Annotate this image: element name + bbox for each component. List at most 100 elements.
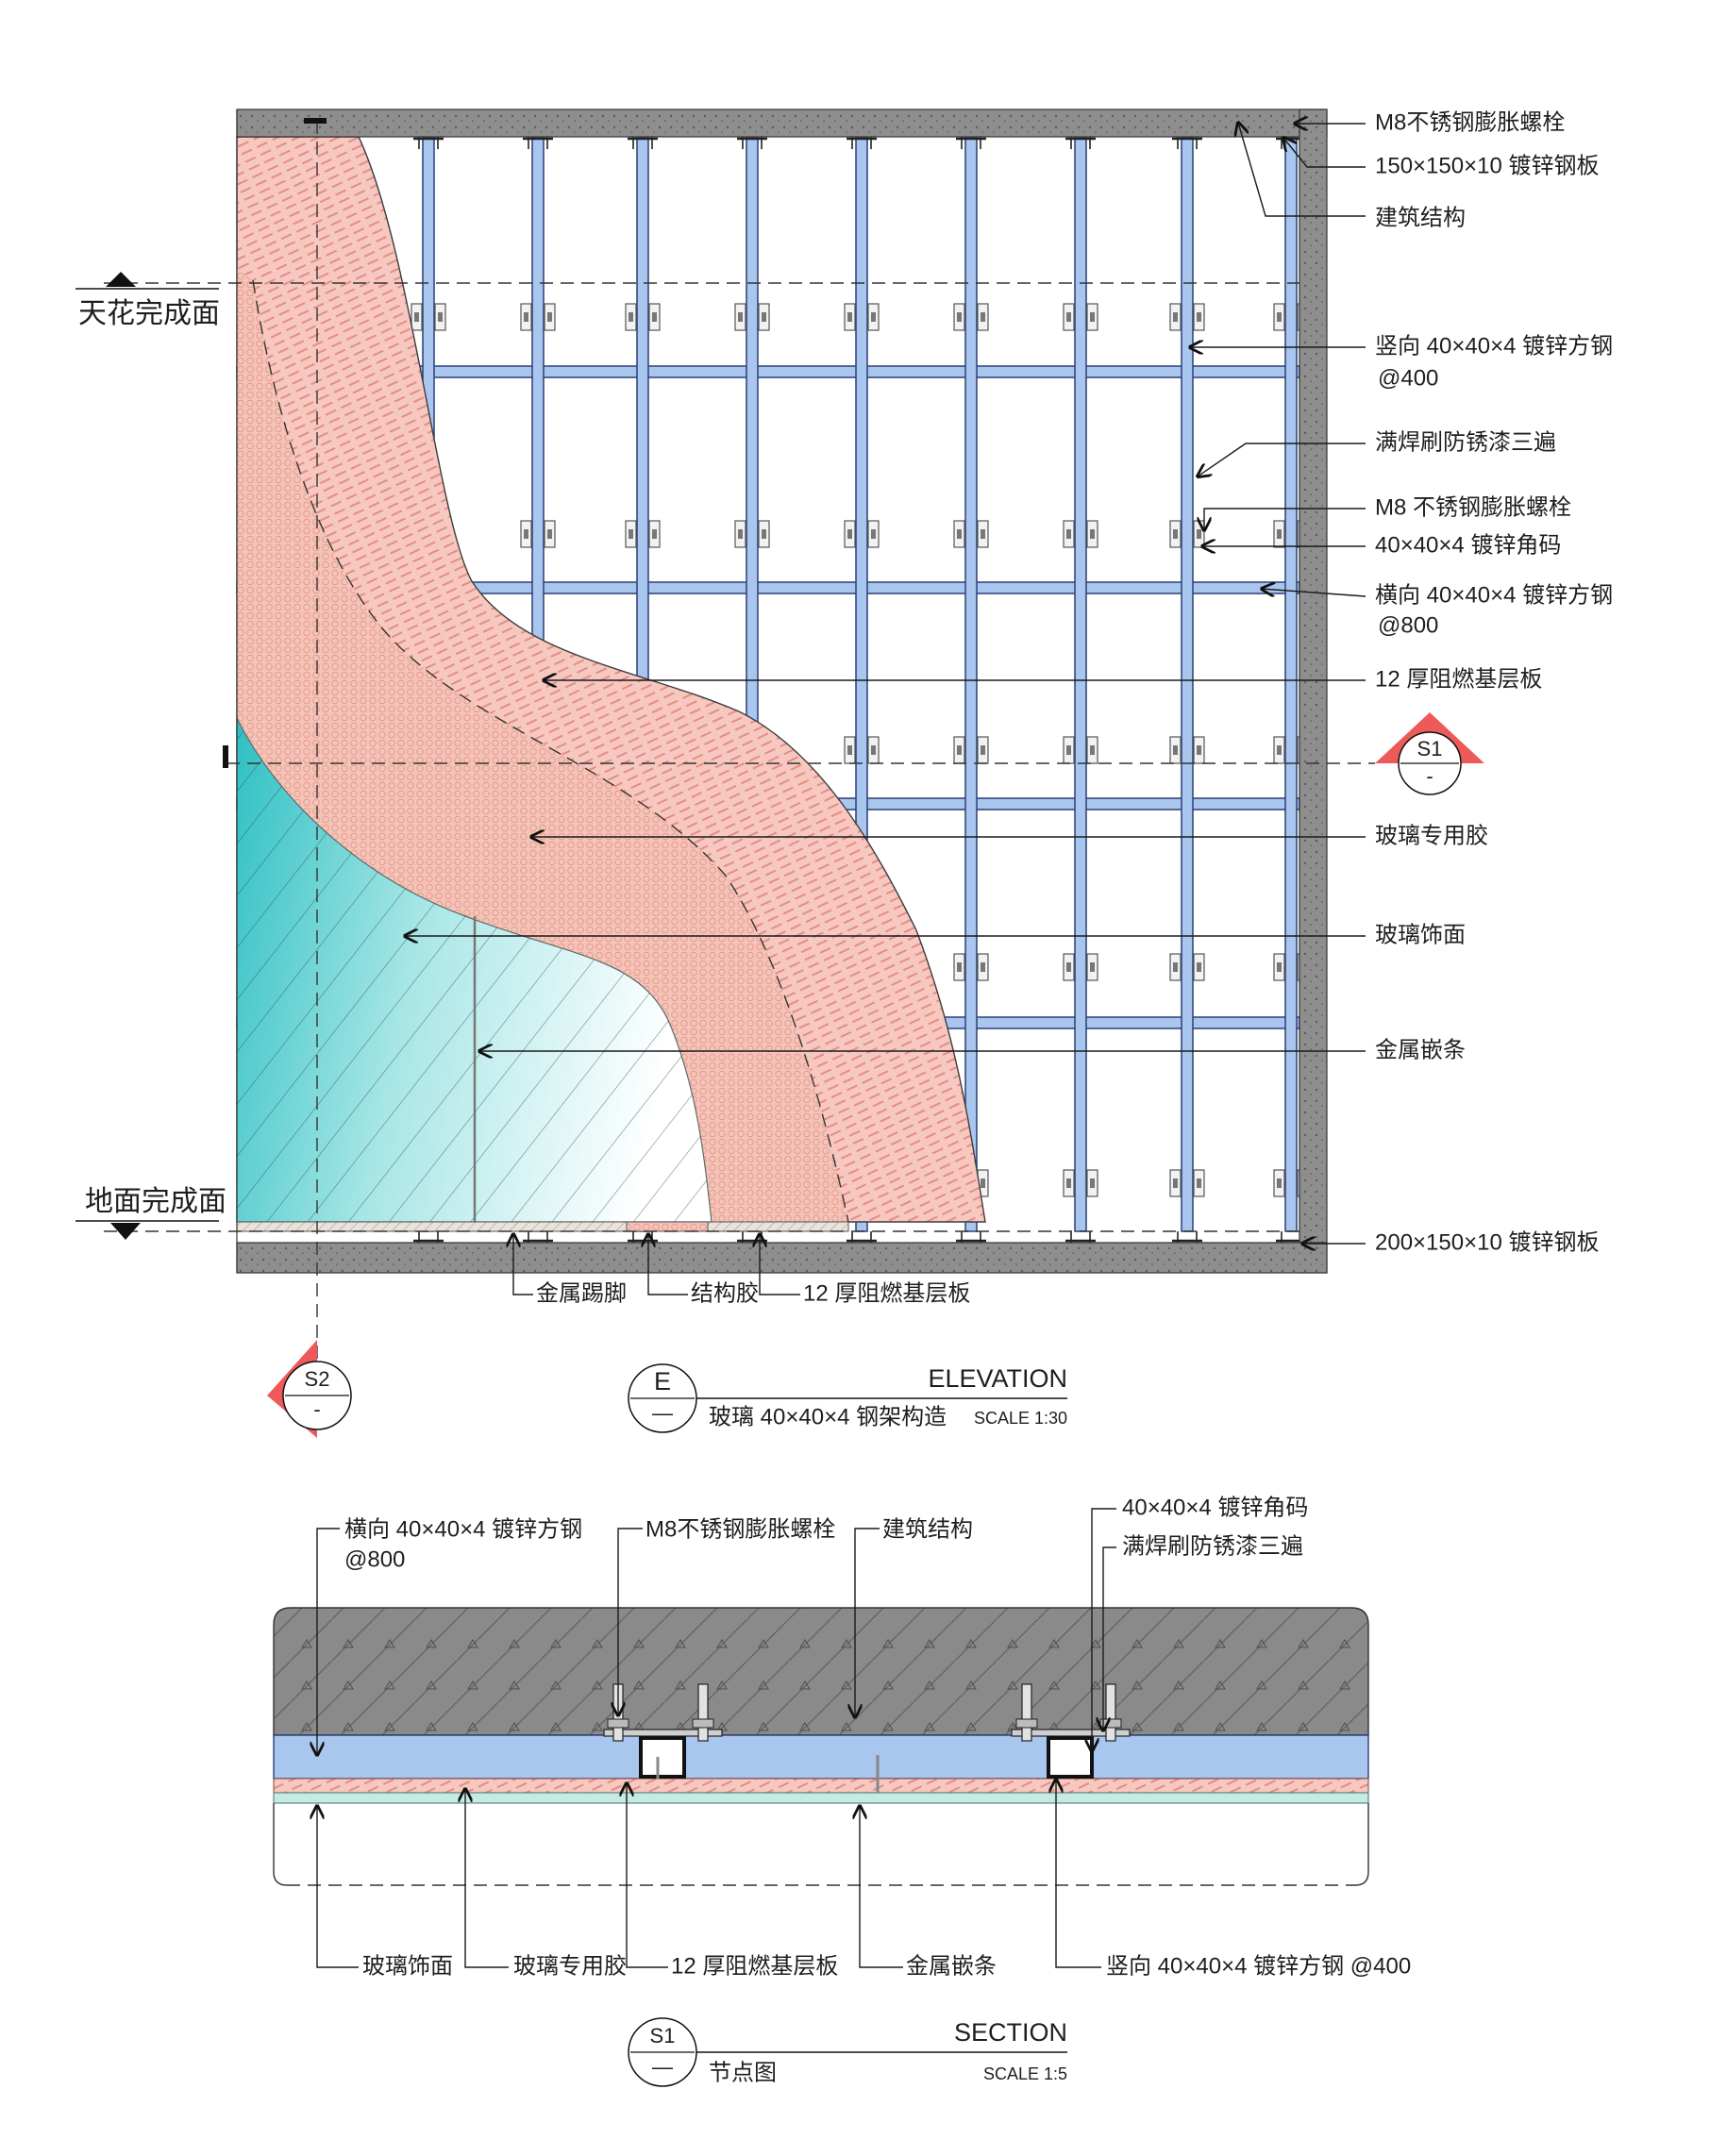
section-view: 横向 40×40×4 镀锌方钢 @800 M8不锈钢膨胀螺栓 建筑结构 40×4… [273,1495,1411,2087]
section-concrete-structure [273,1607,1369,1736]
label-plate-200: 200×150×10 镀锌钢板 [1375,1229,1599,1255]
bracket-bolt [1090,312,1095,322]
bracket-bolt [981,1178,985,1188]
label-plate-150: 150×150×10 镀锌钢板 [1375,153,1599,178]
bracket-bolt [847,745,852,755]
section-cut-end-s2 [304,118,327,124]
label-section-structure: 建筑结构 [882,1516,973,1542]
section-labels: 横向 40×40×4 镀锌方钢 @800 M8不锈钢膨胀螺栓 建筑结构 40×4… [344,1495,1411,1979]
bracket-bolt [981,745,985,755]
section-marker-s2-code: S2 [305,1367,330,1391]
leader-metal-skirting [513,1234,533,1295]
label-section-metal-strip: 金属嵌条 [906,1953,997,1979]
section-title-code: S1 [650,2024,676,2047]
bracket-bolt [1066,745,1071,755]
bracket-bolt [957,529,962,539]
section-title-scale: SCALE 1:5 [983,2064,1067,2083]
slab-top [236,109,1328,138]
bracket-bolt [762,312,766,322]
section-base-board [273,1778,1369,1794]
label-section-horizontal-tube: 横向 40×40×4 镀锌方钢 [344,1516,582,1542]
bracket-bolt [871,529,876,539]
bracket-bolt [1277,745,1282,755]
vertical-steel-tube [1074,136,1087,1232]
section-title-en: SECTION [954,2018,1067,2047]
bracket-bolt [957,745,962,755]
elevation-labels: M8不锈钢膨胀螺栓 150×150×10 镀锌钢板 建筑结构 竖向 40×40×… [536,109,1613,1306]
elevation-view: 天花完成面 地面完成面 M8不 [75,109,1613,1438]
bracket-bolt [957,312,962,322]
bracket-bolt [1090,529,1095,539]
section-steel-layer [273,1734,1369,1780]
leader-section-angle-bracket [1092,1508,1116,1751]
bracket-bolt [1173,1178,1178,1188]
base-board-strip [707,1221,849,1232]
label-structure: 建筑结构 [1375,205,1466,230]
section-square-tube [639,1736,686,1779]
section-leaders [317,1508,1116,1968]
bracket-bolt [414,312,419,322]
bracket-bolt [1173,962,1178,972]
bracket-bolt [1066,962,1071,972]
bracket-bolt [981,529,985,539]
section-marker-s1-code: S1 [1417,737,1443,760]
leader-base-board-bottom [760,1234,800,1295]
vertical-steel-tube [964,136,978,1232]
bracket-bolt [1173,312,1178,322]
bracket-bolt [957,962,962,972]
leader-section-weld-paint [1103,1546,1116,1730]
elevation-title-cn: 玻璃 40×40×4 钢架构造 [709,1404,947,1429]
bracket-bolt [1066,529,1071,539]
section-marker-s2-sub: - [313,1397,320,1421]
elevation-title-code: E [654,1367,671,1396]
bracket-bolt [629,529,633,539]
label-m8-bolt-top: M8不锈钢膨胀螺栓 [1375,109,1565,135]
bracket-bolt [981,312,985,322]
section-title-sub: — [652,2055,673,2079]
bracket-bolt [1277,312,1282,322]
bracket-bolt [1066,312,1071,322]
bracket-bolt [1090,962,1095,972]
label-section-weld-paint: 满焊刷防锈漆三遍 [1122,1533,1303,1559]
leader-m8-bolt [1204,508,1366,530]
leader-weld-paint [1198,443,1366,476]
bracket-bolt [1197,962,1201,972]
label-horizontal-spacing: @800 [1378,612,1438,638]
elevation-title-block: E — ELEVATION 玻璃 40×40×4 钢架构造 SCALE 1:30 [628,1363,1067,1433]
section-marker-s1[interactable]: S1 - [1375,712,1484,795]
leader-section-horizontal-tube [317,1528,340,1755]
elevation-leaders [405,123,1366,1295]
leader-section-m8-bolt [618,1528,643,1715]
wall-right [1299,109,1328,1274]
leader-section-vertical-tube [1056,1780,1101,1968]
section-bolt [692,1683,714,1742]
label-glass-glue: 玻璃专用胶 [1375,823,1488,848]
leader-section-glass-finish [317,1806,359,1968]
leader-structural-glue [648,1234,688,1295]
section-glass-finish [273,1792,1369,1804]
leader-section-metal-strip [860,1806,903,1968]
bracket-bolt [1197,529,1201,539]
bracket-bolt [438,312,443,322]
section-bracket-right [1354,1803,1369,1886]
label-vertical-tube: 竖向 40×40×4 镀锌方钢 [1375,333,1613,359]
bracket-bolt [1197,745,1201,755]
section-marker-s1-sub: - [1426,764,1433,788]
label-section-base-board: 12 厚阻燃基层板 [671,1953,838,1979]
bracket-bolt [547,312,552,322]
label-angle-bracket: 40×40×4 镀锌角码 [1375,532,1561,558]
bracket-bolt [738,312,743,322]
label-glass-finish: 玻璃饰面 [1375,922,1466,947]
bracket-bolt [1197,1178,1201,1188]
section-marker-s2[interactable]: S2 - [267,1340,352,1438]
glass-glue-boundary [252,279,849,1223]
elevation-title-en: ELEVATION [928,1364,1067,1393]
leader-section-glass-glue [465,1789,509,1968]
bracket-bolt [1277,1178,1282,1188]
elevation-title-scale: SCALE 1:30 [974,1409,1067,1428]
bracket-bolt [1090,745,1095,755]
bracket-bolt [1173,745,1178,755]
section-cut-end-s1 [223,745,228,768]
bracket-bolt [1197,312,1201,322]
